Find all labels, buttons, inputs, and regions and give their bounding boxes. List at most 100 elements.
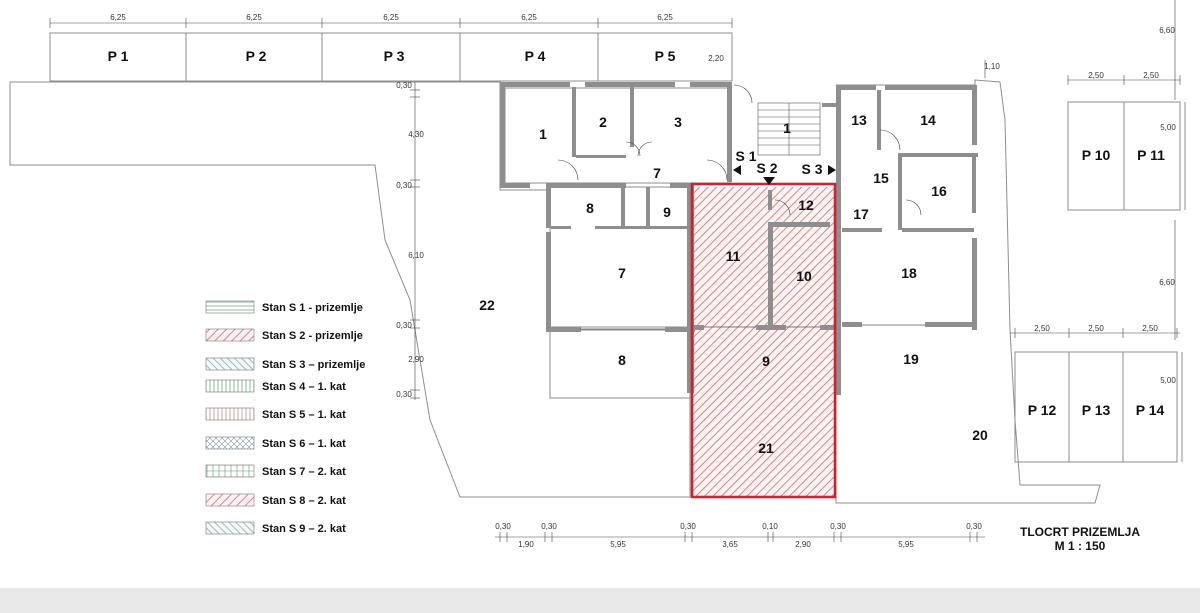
room-label: 10 <box>796 268 812 284</box>
room-label: 21 <box>758 440 774 456</box>
parking-p14 <box>1122 351 1178 463</box>
dim-label: 5,00 <box>1160 123 1176 132</box>
dimension-lines <box>49 0 1186 542</box>
parking-label: P 3 <box>384 48 405 64</box>
dim-label: 1,90 <box>518 540 534 549</box>
door-swings <box>557 84 922 216</box>
parking-label: P 2 <box>246 48 267 64</box>
room-label: 11 <box>726 248 741 264</box>
room-label: 1 <box>539 126 547 142</box>
plan-title: TLOCRT PRIZEMLJA <box>1020 525 1140 539</box>
legend: Stan S 1 - prizemlje Stan S 2 - prizemlj… <box>205 300 365 535</box>
legend-label: Stan S 8 – 2. kat <box>262 495 346 507</box>
dim-label: 0,10 <box>762 522 778 531</box>
legend-label: Stan S 7 – 2. kat <box>262 466 346 478</box>
stair-labels: S 1 S 2 S 3 <box>735 148 822 177</box>
dimension-labels: 6,25 6,25 6,25 6,25 6,25 2,20 1,10 6,60 … <box>110 13 1176 549</box>
dim-label: 0,30 <box>495 522 511 531</box>
parking-label: P 11 <box>1137 147 1165 163</box>
room-label: 22 <box>479 297 495 313</box>
dim-label: 2,50 <box>1143 71 1159 80</box>
dim-label: 2,20 <box>708 54 724 63</box>
dim-label: 0,30 <box>966 522 982 531</box>
dim-label: 0,30 <box>396 81 412 90</box>
room-labels: 1 2 3 7 8 9 7 8 22 1 11 12 10 9 21 13 14… <box>479 112 988 456</box>
dim-label: 0,30 <box>680 522 696 531</box>
dim-label: 6,25 <box>110 13 126 22</box>
room-label: 13 <box>851 112 867 128</box>
dim-label: 3,65 <box>722 540 738 549</box>
legend-label: Stan S 2 - prizemlje <box>262 330 363 342</box>
legend-swatch <box>205 407 255 421</box>
legend-swatch <box>205 436 255 450</box>
legend-swatch <box>205 357 255 371</box>
footer-bar <box>0 588 1200 613</box>
legend-label: Stan S 4 – 1. kat <box>262 381 346 393</box>
legend-label: Stan S 5 – 1. kat <box>262 409 346 421</box>
parking-p11 <box>1123 101 1181 211</box>
parking-label: P 13 <box>1082 402 1111 418</box>
stair-s3-label: S 3 <box>801 161 822 177</box>
arrow-s3-icon <box>828 165 836 175</box>
room-label: 17 <box>853 206 869 222</box>
dim-label: 5,00 <box>1160 376 1176 385</box>
room-label: 8 <box>618 352 626 368</box>
parking-p5 <box>597 32 733 82</box>
dim-label: 6,60 <box>1159 26 1175 35</box>
dim-label: 2,50 <box>1088 324 1104 333</box>
dim-label: 1,10 <box>984 62 1000 71</box>
room-label: 2 <box>599 114 607 130</box>
room-label: 14 <box>920 112 936 128</box>
room-label: 16 <box>931 183 947 199</box>
dim-label: 5,95 <box>610 540 626 549</box>
arrow-s2-icon <box>763 177 775 185</box>
legend-label: Stan S 1 - prizemlje <box>262 302 363 314</box>
stair-s1-label: S 1 <box>735 148 756 164</box>
room-label: 7 <box>653 165 661 181</box>
dim-label: 0,30 <box>541 522 557 531</box>
legend-swatch <box>205 379 255 393</box>
dim-label: 6,25 <box>657 13 673 22</box>
dim-label: 2,90 <box>408 355 424 364</box>
legend-label: Stan S 6 – 1. kat <box>262 438 346 450</box>
room-label: 1 <box>783 120 791 136</box>
dim-label: 6,25 <box>383 13 399 22</box>
parking-label: P 12 <box>1028 402 1057 418</box>
entrance-arrows <box>733 165 836 185</box>
room-label: 7 <box>618 265 626 281</box>
dim-label: 5,95 <box>898 540 914 549</box>
dim-label: 0,30 <box>396 321 412 330</box>
parking-label: P 5 <box>655 48 676 64</box>
dim-label: 2,90 <box>795 540 811 549</box>
legend-label: Stan S 9 – 2. kat <box>262 523 346 535</box>
s2-highlight-outline <box>690 182 837 499</box>
legend-swatch <box>205 521 255 535</box>
arrow-s1-icon <box>733 165 741 175</box>
parking-label: P 1 <box>108 48 129 64</box>
parking-label: P 10 <box>1082 147 1111 163</box>
sliding-doors <box>580 324 925 330</box>
dim-label: 4,30 <box>408 130 424 139</box>
legend-swatch <box>205 328 255 342</box>
dim-label: 2,50 <box>1034 324 1050 333</box>
parking-label: P 14 <box>1136 402 1165 418</box>
dim-label: 0,30 <box>396 390 412 399</box>
room-label: 18 <box>901 265 917 281</box>
apartment-s2 <box>692 187 834 497</box>
dim-label: 6,10 <box>408 251 424 260</box>
room-label: 19 <box>903 351 919 367</box>
apartment-s3 <box>835 79 1101 504</box>
room-label: 15 <box>873 170 889 186</box>
apartment-s1-terrace <box>9 81 691 498</box>
room-label: 20 <box>972 427 988 443</box>
legend-swatch <box>205 464 255 478</box>
legend-swatch <box>205 493 255 507</box>
room-label: 3 <box>674 114 682 130</box>
dim-label: 2,50 <box>1088 71 1104 80</box>
stair-s2-label: S 2 <box>756 160 777 176</box>
dim-label: 6,60 <box>1159 278 1175 287</box>
legend-label: Stan S 3 – prizemlje <box>262 359 365 371</box>
room-label: 8 <box>586 200 594 216</box>
dim-label: 0,30 <box>830 522 846 531</box>
